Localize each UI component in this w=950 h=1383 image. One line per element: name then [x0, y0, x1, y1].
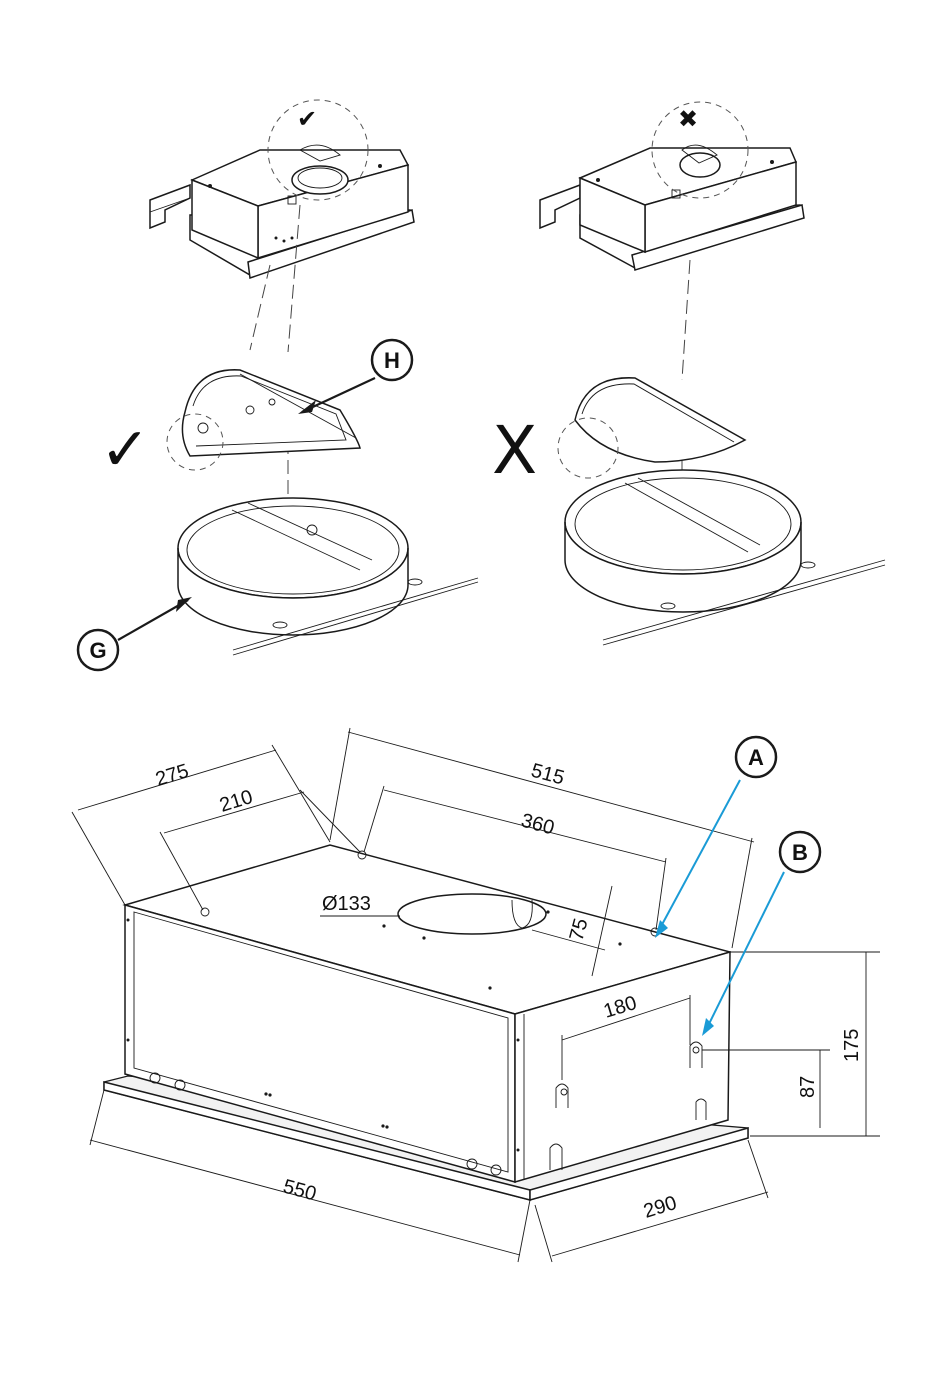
guide-line: [682, 260, 690, 380]
dim-87: 87: [797, 1076, 819, 1098]
dim-515: 515: [529, 760, 567, 790]
hood-small-correct: [150, 100, 414, 278]
svg-text:A: A: [748, 745, 764, 770]
dim-175: 175: [841, 1029, 863, 1062]
hood-dimensioned: [104, 845, 748, 1200]
svg-text:G: G: [89, 638, 106, 663]
duct-ring-wrong: [565, 470, 885, 645]
big-check-mark: ✓: [100, 415, 150, 485]
svg-text:H: H: [384, 348, 400, 373]
dim-210: 210: [217, 786, 255, 817]
svg-text:B: B: [792, 840, 808, 865]
duct-ring-g: [178, 498, 478, 655]
cross-mark-small: ✖: [678, 105, 698, 133]
dim-diameter-133: Ø133: [322, 893, 371, 915]
valve-flap-wrong: [558, 378, 745, 478]
dim-290: 290: [641, 1192, 679, 1223]
dim-275: 275: [153, 760, 191, 791]
check-mark-small: ✔: [297, 105, 317, 133]
dim-360: 360: [519, 810, 557, 840]
hood-small-incorrect: [540, 102, 804, 270]
big-cross-mark: X: [492, 412, 537, 489]
dim-550: 550: [281, 1176, 319, 1206]
valve-flap-h: [167, 370, 360, 470]
callout-g: G: [78, 597, 192, 670]
callout-a: A: [655, 737, 776, 938]
